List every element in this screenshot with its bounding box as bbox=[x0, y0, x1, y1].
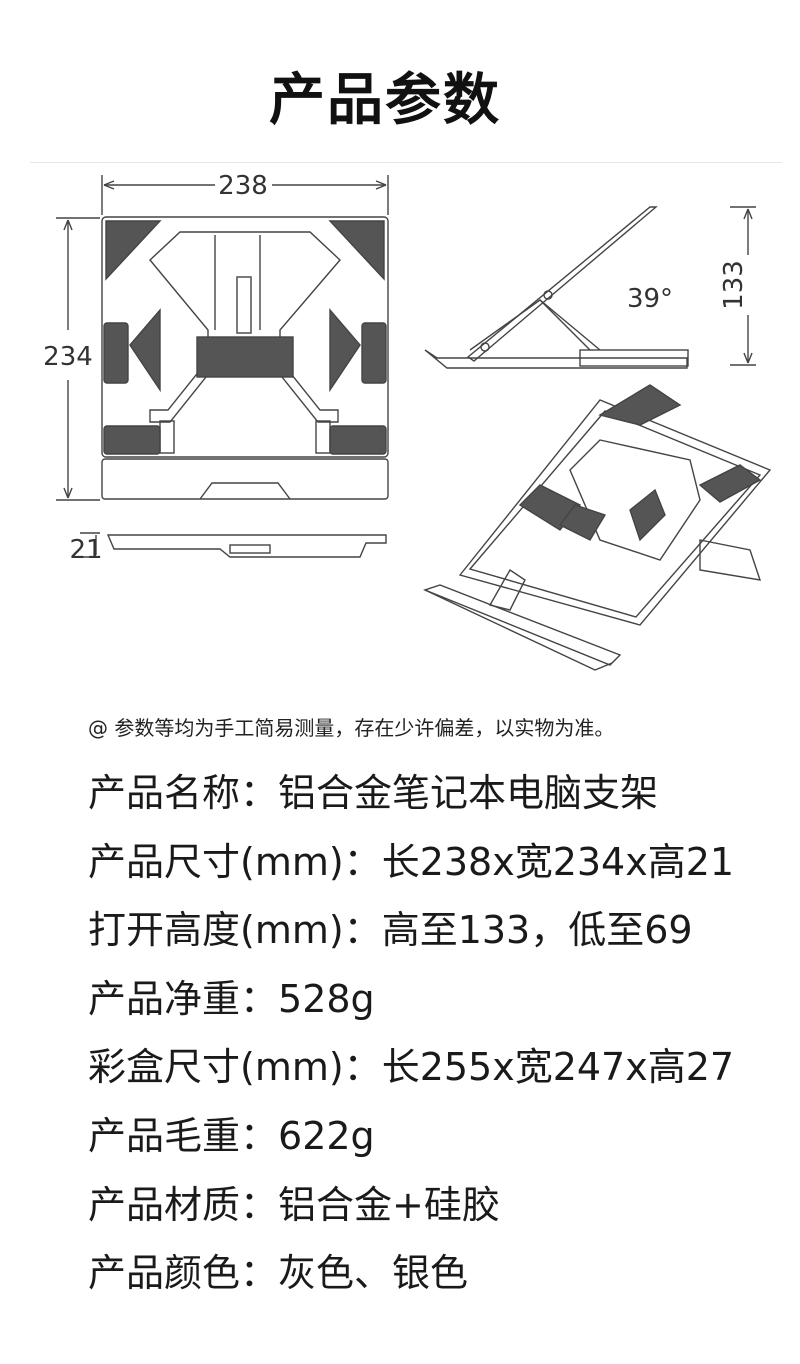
spec-row-box-size: 彩盒尺寸(mm)：长255x宽247x高27 bbox=[88, 1039, 734, 1108]
width-dimension: 238 bbox=[218, 171, 268, 201]
spec-list: 产品名称：铝合金笔记本电脑支架 产品尺寸(mm)：长238x宽234x高21 打… bbox=[88, 765, 734, 1314]
lift-dimension: 133 bbox=[719, 260, 749, 310]
spec-label: 产品尺寸(mm)： bbox=[88, 839, 382, 884]
spec-value: 灰色、银色 bbox=[278, 1251, 469, 1296]
product-drawings: 238 234 21 39° 133 bbox=[0, 165, 800, 685]
spec-label: 彩盒尺寸(mm)： bbox=[88, 1045, 382, 1090]
height-dimension: 234 bbox=[43, 342, 93, 372]
spec-row-name: 产品名称：铝合金笔记本电脑支架 bbox=[88, 765, 734, 834]
measurement-note: @ 参数等均为手工简易测量，存在少许偏差，以实物为准。 bbox=[88, 716, 615, 740]
spec-value: 铝合金+硅胶 bbox=[278, 1182, 500, 1227]
thickness-dimension: 21 bbox=[69, 535, 102, 565]
spec-value: 622g bbox=[278, 1113, 375, 1158]
spec-row-size: 产品尺寸(mm)：长238x宽234x高21 bbox=[88, 834, 734, 903]
spec-row-color: 产品颜色：灰色、银色 bbox=[88, 1245, 734, 1314]
spec-value: 528g bbox=[278, 976, 375, 1021]
spec-row-net-weight: 产品净重：528g bbox=[88, 971, 734, 1040]
spec-row-open-height: 打开高度(mm)：高至133，低至69 bbox=[88, 902, 734, 971]
spec-label: 产品毛重： bbox=[88, 1113, 279, 1158]
divider bbox=[30, 162, 782, 163]
page-title: 产品参数 bbox=[269, 68, 501, 133]
spec-value: 高至133，低至69 bbox=[381, 908, 693, 953]
dimension-drawing: 238 234 21 39° 133 bbox=[43, 171, 772, 671]
angle-dimension: 39° bbox=[627, 284, 673, 314]
spec-label: 产品颜色： bbox=[88, 1251, 279, 1296]
spec-value: 铝合金笔记本电脑支架 bbox=[278, 771, 659, 815]
spec-value: 长238x宽234x高21 bbox=[381, 839, 735, 884]
spec-value: 长255x宽247x高27 bbox=[381, 1045, 735, 1090]
spec-label: 产品净重： bbox=[88, 976, 279, 1021]
spec-row-gross-weight: 产品毛重：622g bbox=[88, 1108, 734, 1177]
spec-row-material: 产品材质：铝合金+硅胶 bbox=[88, 1177, 734, 1246]
spec-label: 产品名称： bbox=[88, 771, 279, 815]
spec-label: 打开高度(mm)： bbox=[88, 908, 382, 953]
spec-label: 产品材质： bbox=[88, 1182, 279, 1227]
